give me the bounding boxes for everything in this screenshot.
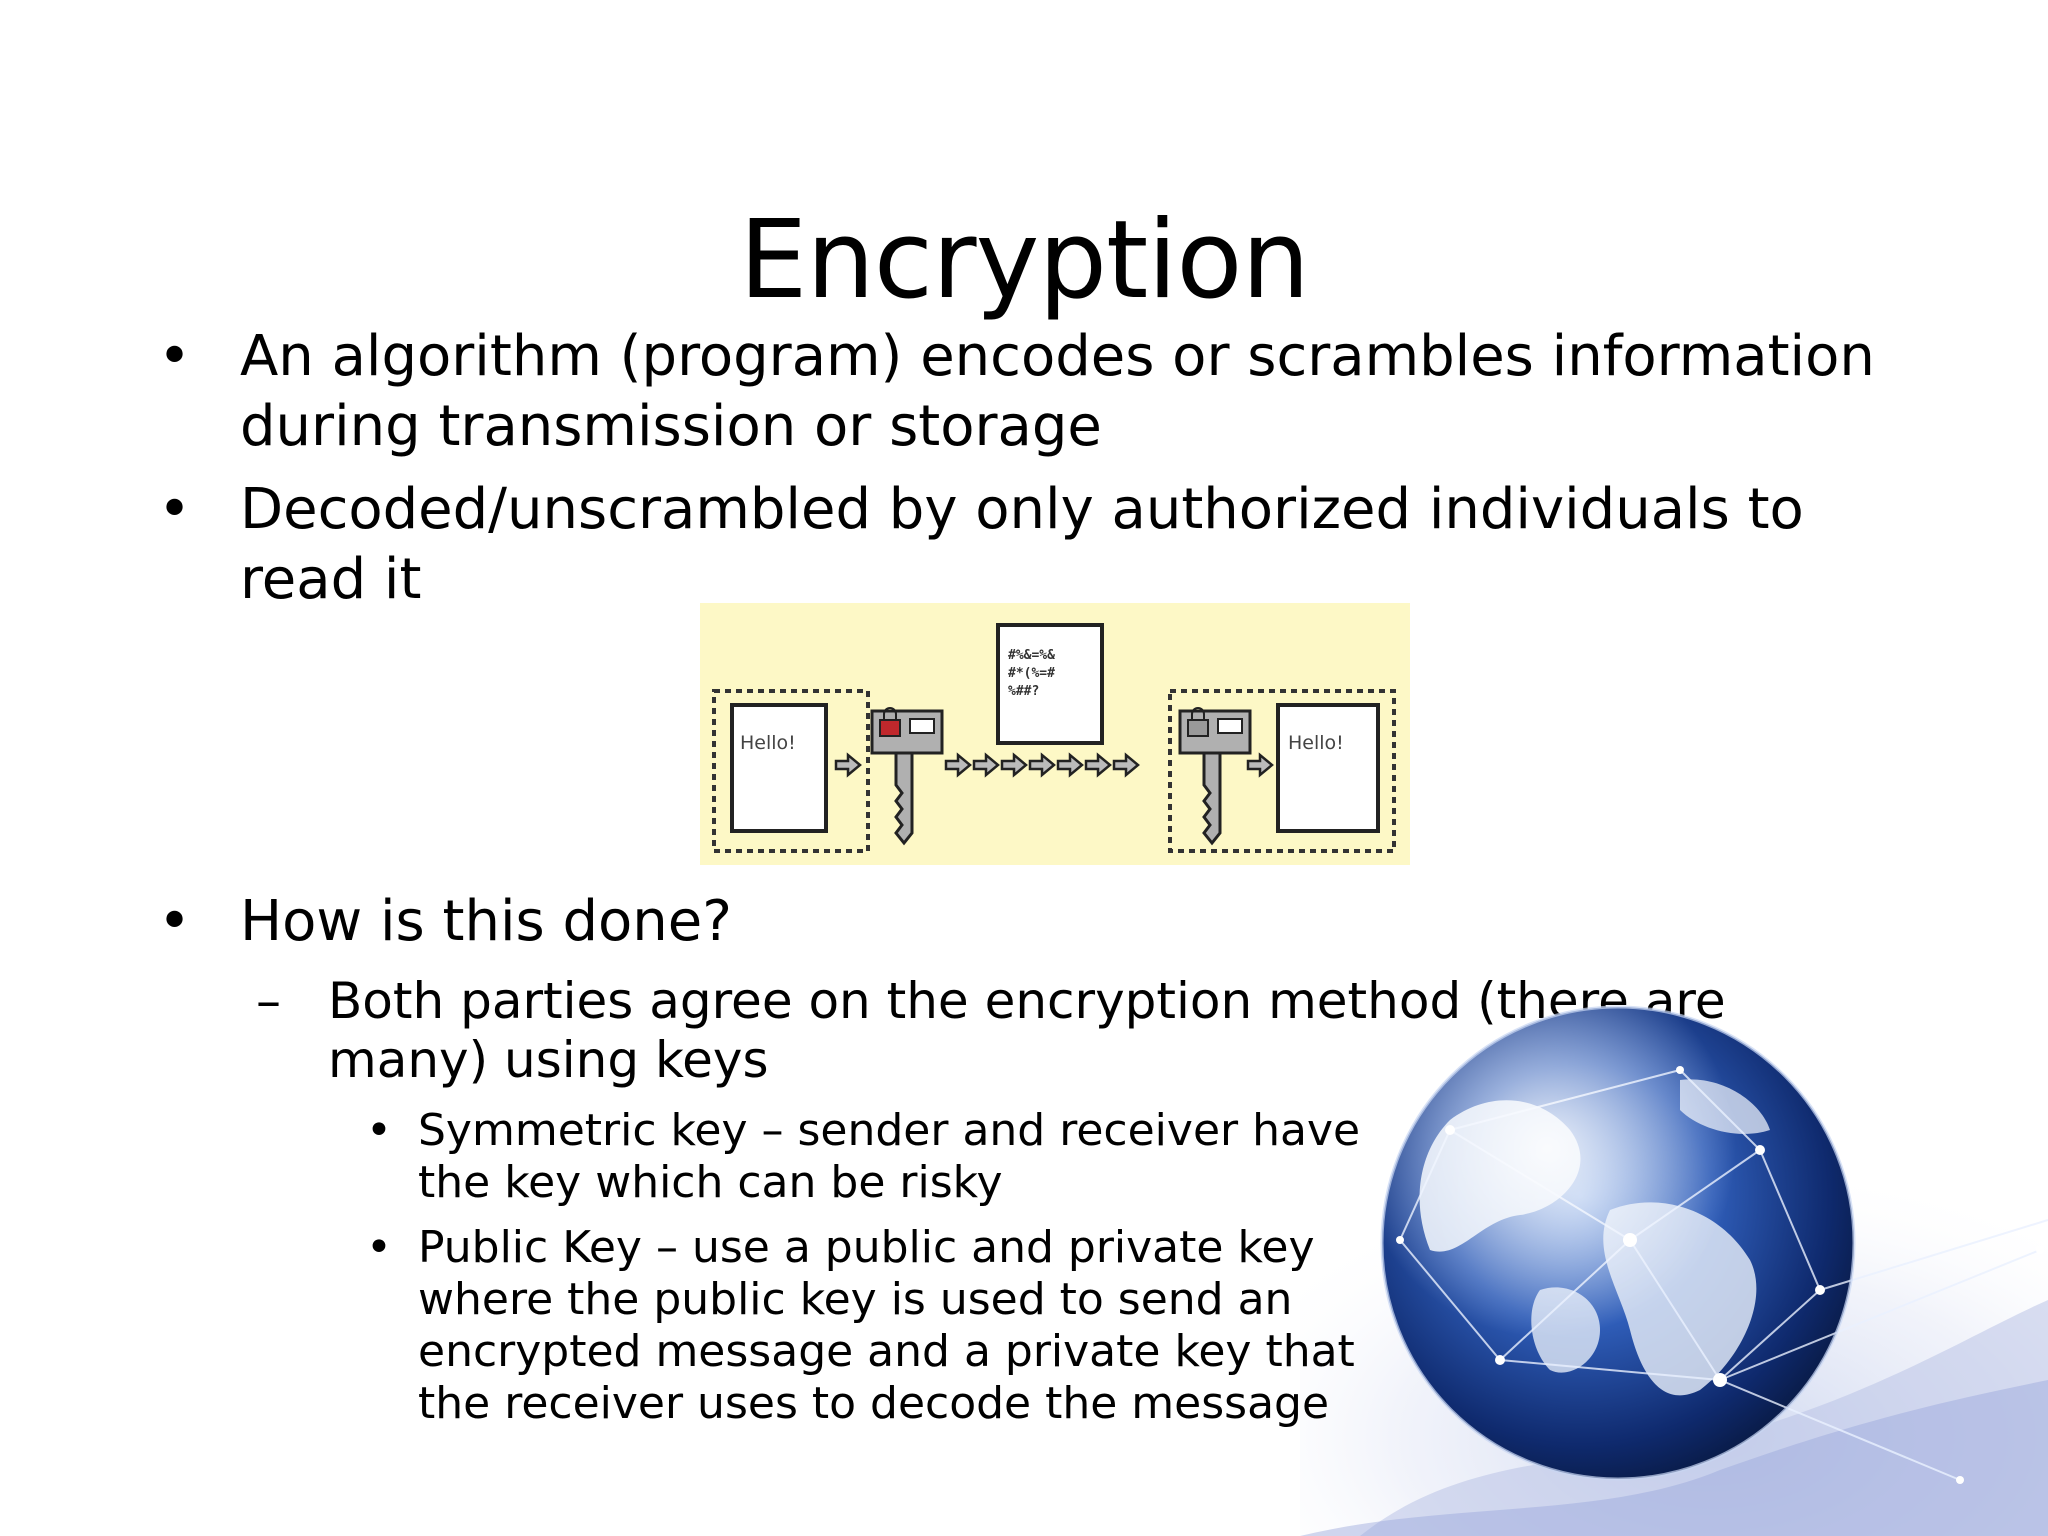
bullet-marker: • [158, 889, 192, 954]
bullet-marker: • [158, 324, 192, 389]
bullet-text: Decoded/unscrambled by only authorized i… [240, 477, 1804, 612]
arrow-icon [834, 752, 862, 778]
cipher-line-3: %##? [1008, 684, 1039, 699]
bullet-item: • Decoded/unscrambled by only authorized… [158, 475, 1918, 615]
bullet-text: How is this done? [240, 889, 732, 954]
plain-document-icon [730, 703, 828, 833]
cipher-line-2: #*(%=# [1008, 666, 1055, 681]
plain-message-left: Hello! [740, 732, 796, 754]
bullet-text: An algorithm (program) encodes or scramb… [240, 324, 1875, 459]
sub-sub-bullet-text: Public Key – use a public and private ke… [418, 1222, 1355, 1429]
key-icon [1178, 707, 1252, 846]
arrow-icon [1246, 752, 1274, 778]
encryption-diagram: Hello! [700, 603, 1410, 865]
sub-sub-bullet-text: Symmetric key – sender and receiver have… [418, 1105, 1361, 1208]
sub-bullet-marker: – [256, 972, 281, 1030]
plain-document-icon [1276, 703, 1380, 833]
slide-title: Encryption [739, 198, 1310, 324]
globe-network-icon [1300, 1005, 2048, 1536]
plain-message-right: Hello! [1288, 732, 1344, 754]
bullet-item: • How is this done? [158, 887, 1918, 957]
encryption-flow-illustration: Hello! [712, 623, 1396, 853]
key-icon [870, 707, 944, 846]
sub-sub-bullet-marker: • [366, 1105, 392, 1156]
sub-bullet-text: Both parties agree on the encryption met… [328, 972, 1726, 1089]
sub-sub-bullet-item: • Public Key – use a public and private … [366, 1222, 1426, 1430]
sub-sub-bullet-marker: • [366, 1222, 392, 1273]
cipher-document-icon [996, 623, 1104, 745]
sub-sub-bullet-item: • Symmetric key – sender and receiver ha… [366, 1105, 1426, 1209]
sub-bullet-item: – Both parties agree on the encryption m… [256, 972, 1816, 1090]
bullet-item: • An algorithm (program) encodes or scra… [158, 322, 1918, 462]
transmission-arrows-icon [944, 752, 1140, 778]
cipher-line-1: #%&=%& [1008, 648, 1055, 663]
bullet-marker: • [158, 477, 192, 542]
